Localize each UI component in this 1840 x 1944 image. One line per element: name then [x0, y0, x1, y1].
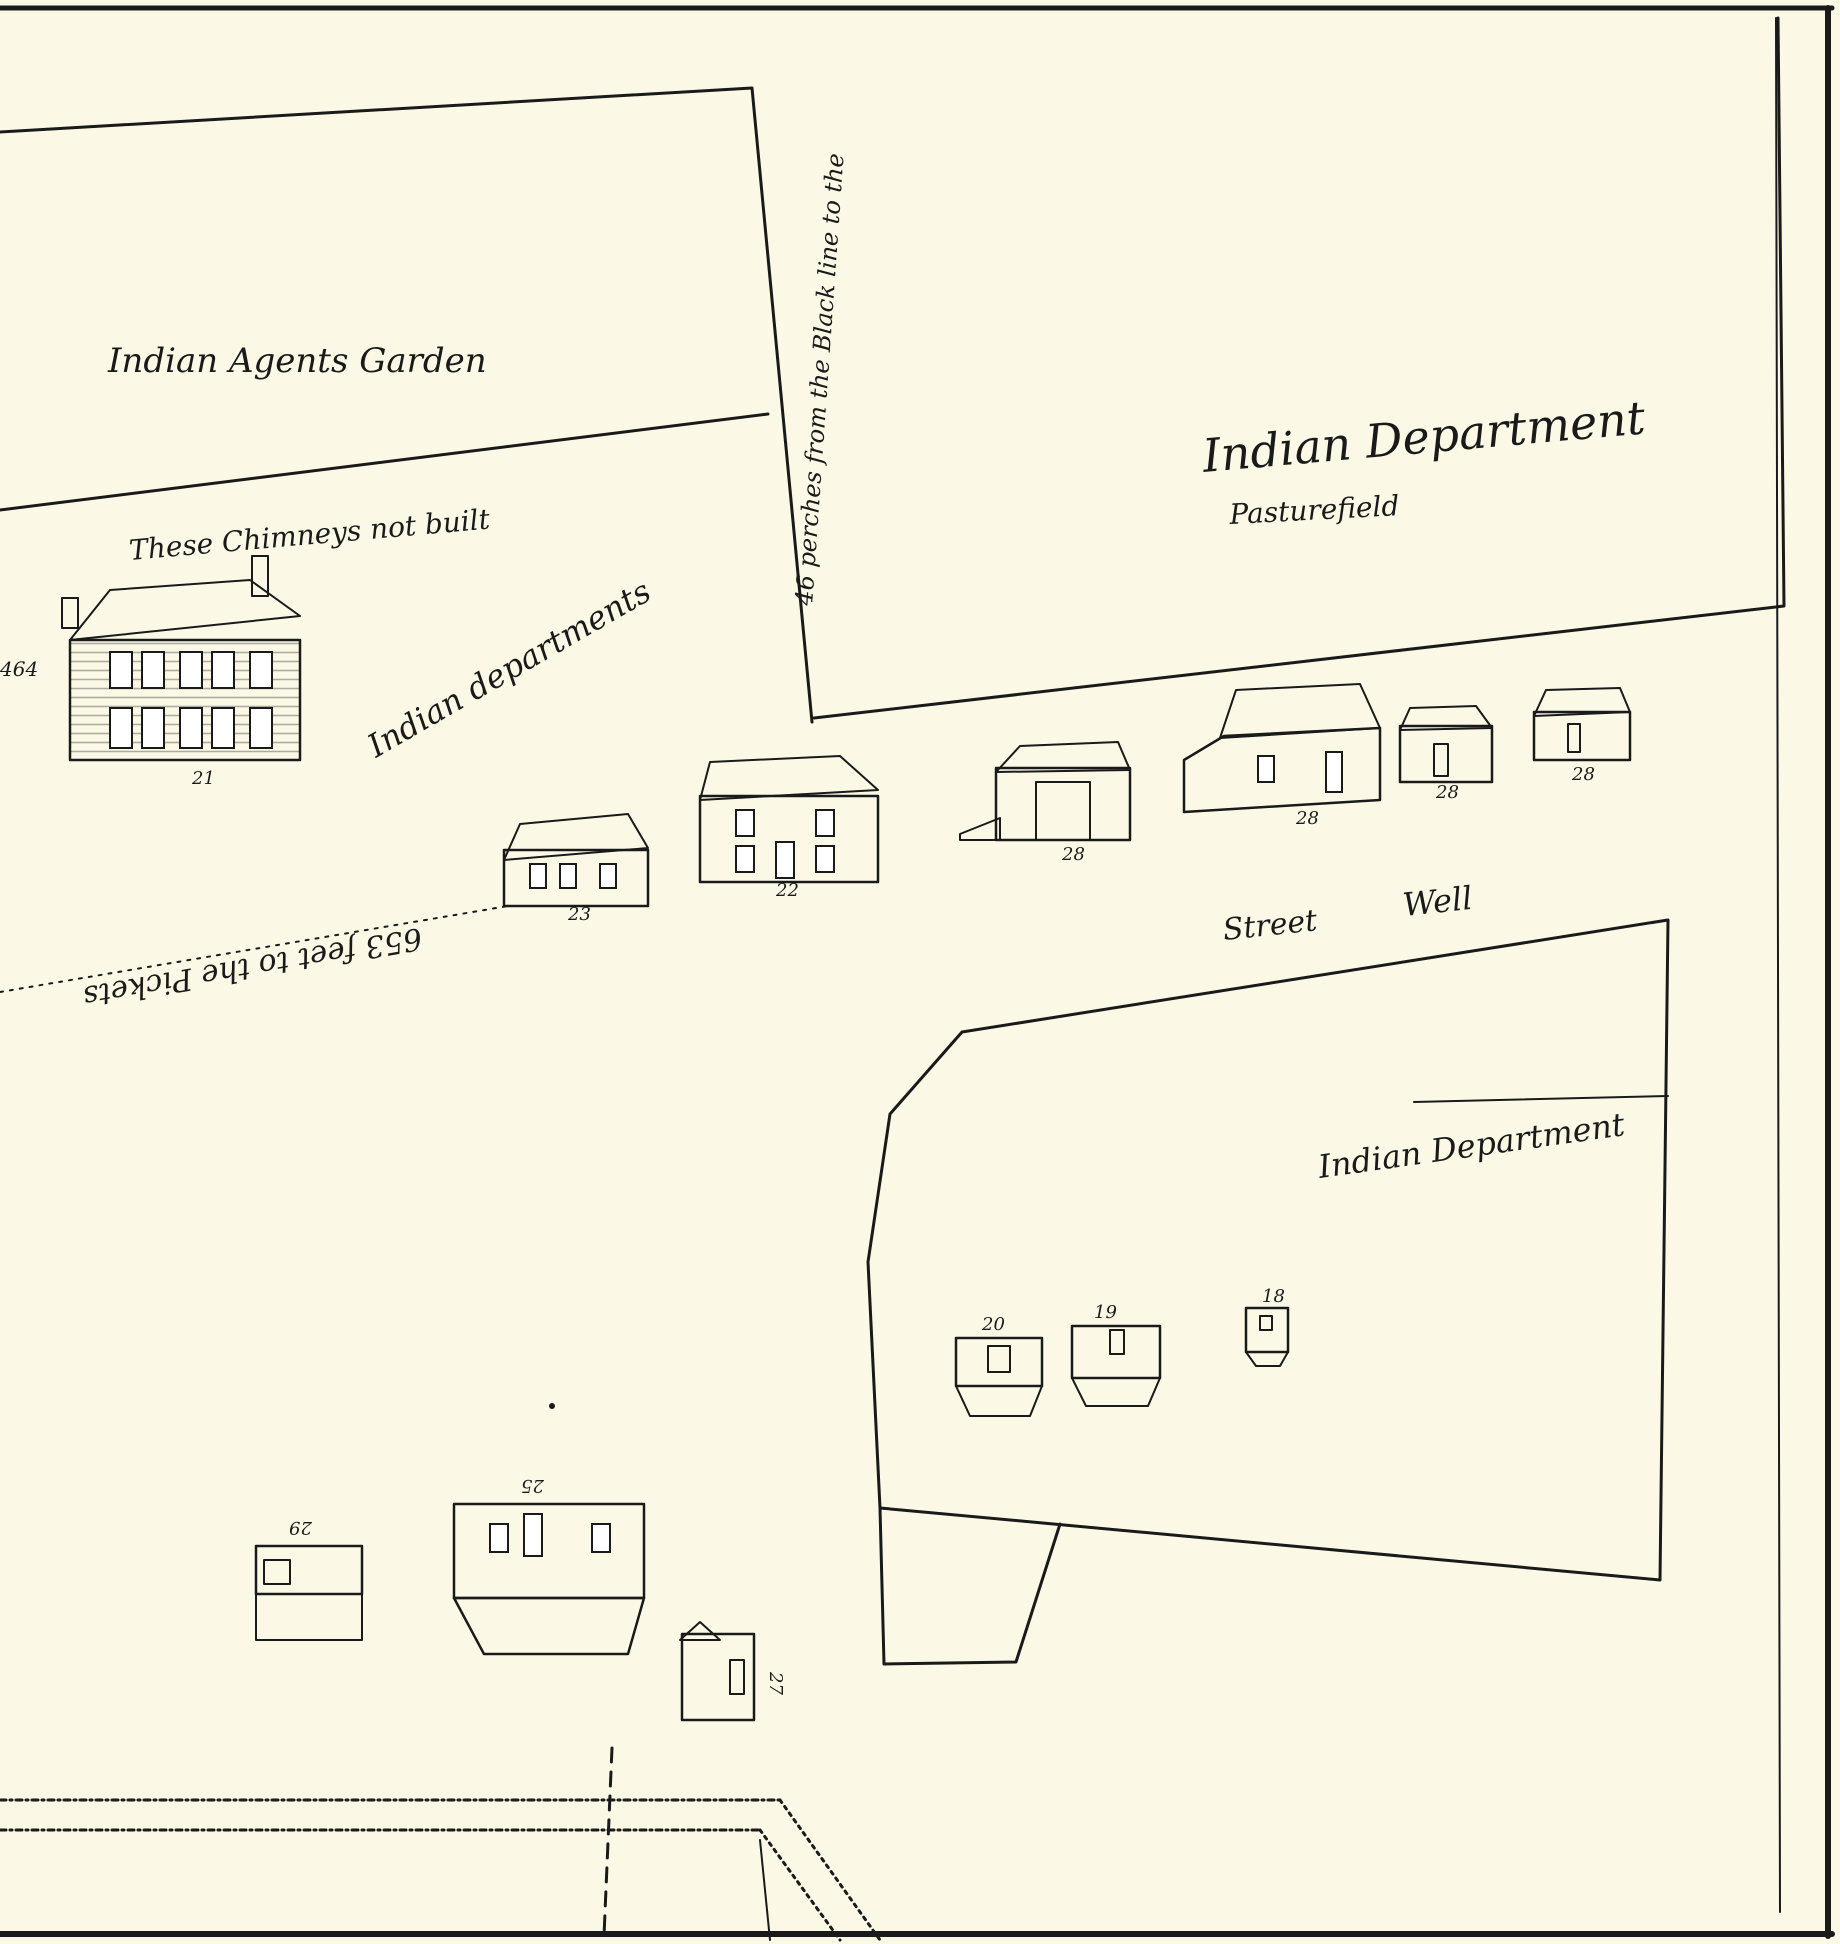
building-18 — [1244, 1306, 1290, 1367]
building-number-28-a: 28 — [1061, 844, 1085, 865]
building-23 — [502, 813, 650, 908]
label-indian-department-top: Indian Department — [1199, 390, 1648, 483]
label-pasture-field: Pasturefield — [1228, 489, 1401, 531]
building-19 — [1070, 1324, 1162, 1407]
building-number-18: 18 — [1262, 1286, 1285, 1307]
building-number-28-b: 28 — [1295, 808, 1319, 829]
building-number-20: 20 — [981, 1314, 1005, 1335]
building-number-28-d: 28 — [1571, 764, 1595, 785]
building-28-c — [1398, 705, 1494, 784]
label-feet-to-pickets: 653 feet to the Pickets — [81, 920, 425, 1014]
building-20 — [954, 1336, 1044, 1417]
building-29 — [254, 1544, 364, 1641]
road-lines — [0, 1746, 882, 1942]
building-number-25: 25 — [521, 1475, 545, 1496]
label-indian-departments: Indian departments — [360, 572, 657, 765]
survey-dot — [549, 1403, 555, 1409]
building-number-27: 27 — [765, 1671, 786, 1695]
building-28-d — [1532, 687, 1632, 762]
building-22 — [698, 755, 880, 884]
label-left-edge-fragment: 464 — [0, 657, 38, 681]
building-number-29: 29 — [289, 1517, 313, 1538]
building-28-a — [959, 741, 1132, 842]
pasture-plot-outline — [812, 16, 1786, 720]
building-number-21: 21 — [191, 768, 215, 789]
label-street: Street — [1221, 903, 1320, 948]
building-28-b — [1182, 683, 1382, 814]
label-perches-note: 46 perches from the Black line to the — [790, 152, 850, 607]
building-number-19: 19 — [1094, 1302, 1117, 1323]
garden-plot-outline — [0, 86, 814, 724]
label-well: Well — [1401, 879, 1474, 924]
building-21 — [61, 555, 302, 762]
dotted-survey-line — [0, 905, 509, 993]
label-chimneys-note: These Chimneys not built — [128, 502, 492, 566]
building-number-22: 22 — [775, 880, 799, 901]
map-border — [0, 5, 1835, 1939]
building-number-23: 23 — [567, 904, 591, 925]
label-indian-agents-garden: Indian Agents Garden — [107, 341, 487, 381]
building-number-28-c: 28 — [1435, 782, 1459, 803]
building-25 — [452, 1502, 646, 1656]
label-indian-department-lower: Indian Department — [1315, 1105, 1627, 1186]
building-27 — [679, 1621, 756, 1722]
lower-department-plot-outline — [866, 918, 1670, 1666]
